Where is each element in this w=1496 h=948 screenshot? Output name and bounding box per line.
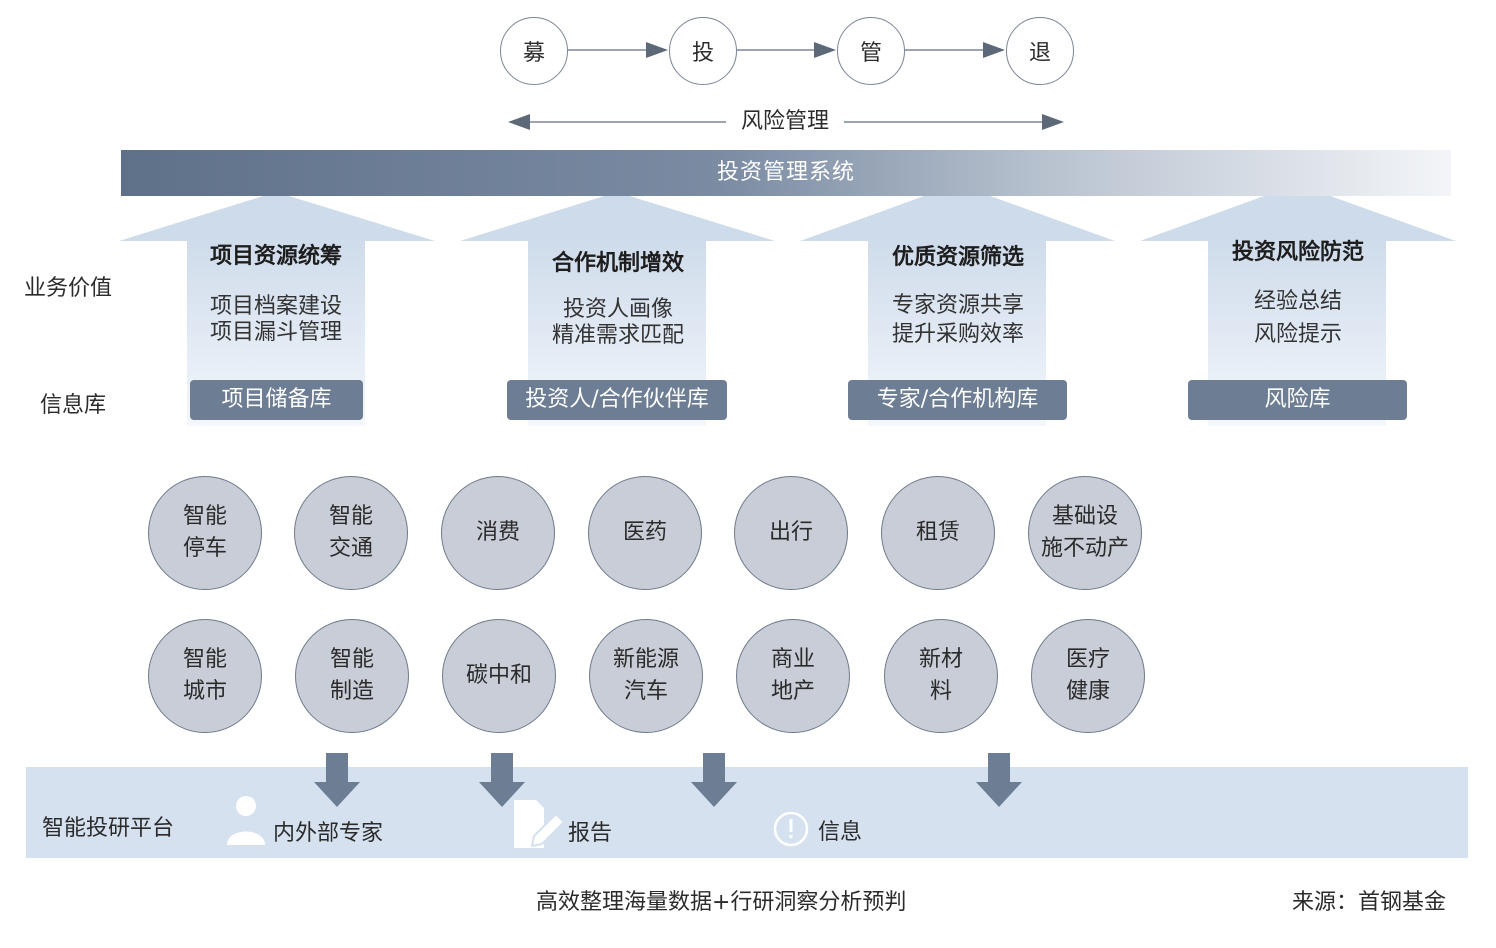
- person-icon: [227, 796, 265, 845]
- col-2-line-2: 精准需求匹配: [551, 323, 684, 348]
- project-reserve-library: 项目储备库: [190, 380, 363, 420]
- industry-new-materials: 新材 料: [884, 619, 998, 733]
- industry-label: 租赁: [915, 520, 960, 545]
- col-3-line-1: 专家资源共享: [891, 293, 1024, 318]
- industry-label: 城市: [182, 679, 227, 704]
- risk-library: 风险库: [1188, 380, 1407, 420]
- industry-label: 施不动产: [1040, 536, 1129, 561]
- industry-smart-city: 智能 城市: [148, 619, 262, 733]
- col-1-title: 项目资源统筹: [209, 244, 342, 269]
- arrowhead-col-1: [119, 192, 435, 241]
- flow-arrowhead-1: [646, 42, 668, 58]
- industry-label: 新材: [918, 647, 963, 672]
- source-note: 来源：首钢基金: [1292, 890, 1447, 915]
- platform-item-experts: 内外部专家: [273, 821, 384, 846]
- risk-management-label: 风险管理: [726, 106, 844, 138]
- report-edit-icon: [514, 800, 566, 848]
- industry-label: 医疗: [1065, 647, 1110, 672]
- col-3-title: 优质资源筛选: [891, 245, 1024, 270]
- industry-label: 料: [929, 679, 952, 704]
- industry-mobility: 出行: [734, 476, 848, 590]
- industry-label: 商业: [770, 647, 815, 672]
- industry-label: 地产: [770, 679, 815, 704]
- system-bar-label: 投资管理系统: [716, 160, 855, 185]
- info-library-label: 信息库: [40, 393, 107, 418]
- platform-down-arrows: [314, 753, 1022, 807]
- investment-management-system-bar: 投资管理系统: [121, 150, 1451, 196]
- down-arrow-3: [691, 753, 737, 807]
- footer-caption: 高效整理海量数据+行研洞察分析预判: [536, 890, 907, 915]
- industry-consumer: 消费: [441, 476, 555, 590]
- down-arrow-4: [976, 753, 1022, 807]
- industry-label: 制造: [329, 679, 374, 704]
- expert-institution-library: 专家/合作机构库: [848, 380, 1067, 420]
- down-arrow-2: [479, 753, 525, 807]
- industry-carbon-neutral: 碳中和: [442, 619, 556, 733]
- business-value-label: 业务价值: [24, 276, 113, 301]
- arrowhead-col-3: [800, 184, 1115, 241]
- industry-new-energy-vehicle: 新能源 汽车: [589, 619, 703, 733]
- industry-label: 出行: [768, 520, 813, 545]
- flow-arrowhead-3: [983, 42, 1005, 58]
- step-invest: 投: [669, 17, 737, 85]
- step-manage: 管: [837, 17, 905, 85]
- down-arrow-1: [314, 753, 360, 807]
- platform-item-info: 信息: [818, 820, 863, 845]
- value-arrowheads: [119, 184, 1456, 241]
- industry-label: 停车: [182, 536, 227, 561]
- risk-arrowhead-right: [1042, 114, 1064, 130]
- industry-pharma: 医药: [588, 476, 702, 590]
- industry-label: 智能: [182, 504, 227, 529]
- industry-smart-manufacturing: 智能 制造: [295, 619, 409, 733]
- step-fundraise: 募: [500, 17, 568, 85]
- industry-label: 医药: [622, 520, 667, 545]
- step-exit: 退: [1006, 17, 1074, 85]
- arrowhead-col-4: [1140, 184, 1456, 241]
- investor-partner-library: 投资人/合作伙伴库: [507, 380, 727, 420]
- col-4-line-2: 风险提示: [1253, 322, 1342, 347]
- col-1-line-1: 项目档案建设: [209, 294, 342, 319]
- col-3-line-2: 提升采购效率: [891, 322, 1024, 347]
- platform-item-reports: 报告: [568, 821, 613, 846]
- industry-infrastructure-reit: 基础设 施不动产: [1028, 476, 1142, 590]
- industry-label: 碳中和: [465, 663, 532, 688]
- col-1-line-2: 项目漏斗管理: [209, 320, 342, 345]
- industry-label: 汽车: [623, 679, 668, 704]
- industry-label: 智能: [329, 647, 374, 672]
- platform-title: 智能投研平台: [42, 816, 175, 841]
- industry-label: 交通: [328, 536, 373, 561]
- industry-label: 基础设: [1051, 504, 1118, 529]
- col-4-line-1: 经验总结: [1253, 289, 1342, 314]
- flow-arrowhead-2: [814, 42, 836, 58]
- industry-smart-parking: 智能 停车: [148, 476, 262, 590]
- col-2-line-1: 投资人画像: [562, 297, 673, 322]
- industry-healthcare: 医疗 健康: [1031, 619, 1145, 733]
- industry-label: 消费: [475, 520, 520, 545]
- industry-label: 智能: [182, 647, 227, 672]
- info-alert-icon: [773, 811, 809, 847]
- industry-smart-transport: 智能 交通: [294, 476, 408, 590]
- risk-arrowhead-left: [508, 114, 530, 130]
- industry-label: 智能: [328, 504, 373, 529]
- col-4-title: 投资风险防范: [1231, 240, 1364, 265]
- industry-leasing: 租赁: [881, 476, 995, 590]
- col-2-title: 合作机制增效: [551, 251, 684, 276]
- industry-commercial-real-estate: 商业 地产: [736, 619, 850, 733]
- research-platform-band: [26, 767, 1468, 858]
- industry-label: 健康: [1065, 679, 1110, 704]
- industry-label: 新能源: [612, 647, 679, 672]
- arrowhead-col-2: [460, 192, 775, 241]
